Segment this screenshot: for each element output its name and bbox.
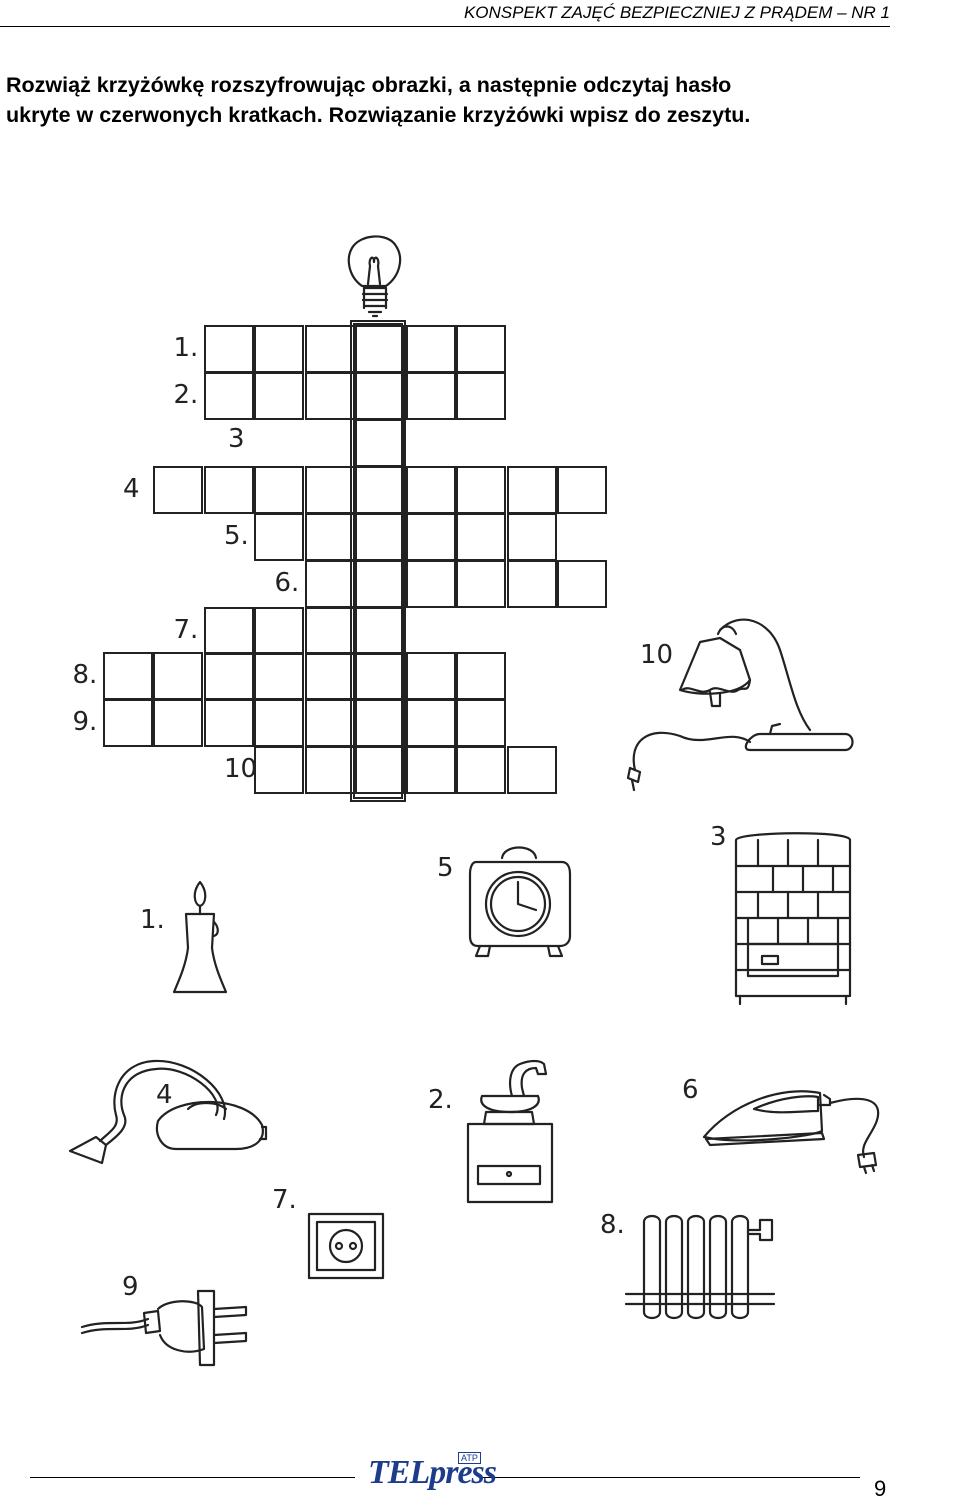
crossword-cell[interactable]: [506, 466, 557, 514]
pic-label-9: 9: [122, 1272, 139, 1302]
crossword-cell[interactable]: [203, 699, 254, 747]
coffee-grinder-icon: [466, 1059, 554, 1204]
crossword-cell[interactable]: [304, 325, 355, 373]
crossword-row-number: 1.: [173, 333, 199, 363]
crossword-cell[interactable]: [506, 560, 557, 608]
crossword-cell[interactable]: [102, 699, 153, 747]
crossword-cell[interactable]: [304, 466, 355, 514]
crossword-cell[interactable]: [405, 466, 456, 514]
crossword-cell[interactable]: [254, 466, 304, 514]
crossword-cell[interactable]: [456, 560, 506, 608]
crossword-cell[interactable]: [203, 652, 254, 700]
header-title: KONSPEKT ZAJĘĆ BEZPIECZNIEJ Z PRĄDEM – N…: [463, 3, 890, 22]
crossword-row-number: 2.: [173, 380, 199, 410]
crossword-cell[interactable]: [304, 699, 355, 747]
crossword-cell[interactable]: [254, 513, 304, 561]
pic-label-10: 10: [640, 640, 674, 670]
crossword-cell[interactable]: [456, 746, 506, 794]
light-bulb-icon: [347, 235, 402, 318]
pic-label-8: 8.: [600, 1210, 625, 1240]
radiator-icon: [624, 1214, 776, 1320]
crossword-cell[interactable]: [254, 699, 304, 747]
pic-label-4: 4: [156, 1080, 173, 1110]
crossword-cell[interactable]: [405, 513, 456, 561]
crossword-cell[interactable]: [506, 746, 557, 794]
crossword-cell[interactable]: [254, 652, 304, 700]
crossword-cell[interactable]: [304, 607, 355, 655]
telpress-logo: TELpress ATP: [360, 1452, 497, 1496]
crossword-cell[interactable]: [557, 560, 607, 608]
instructions-line-2: ukryte w czerwonych kratkach. Rozwiązani…: [6, 103, 751, 127]
crossword-row-number: 4: [123, 474, 140, 504]
crossword-cell[interactable]: [405, 325, 456, 373]
logo-small-text: ATP: [458, 1452, 481, 1464]
crossword-cell[interactable]: [102, 652, 153, 700]
crossword-row-number: 7.: [173, 615, 199, 645]
page-header: KONSPEKT ZAJĘĆ BEZPIECZNIEJ Z PRĄDEM – N…: [0, 0, 890, 27]
crossword-cell[interactable]: [203, 607, 254, 655]
crossword-cell[interactable]: [456, 652, 506, 700]
footer-line-right: [480, 1477, 860, 1478]
crossword-cell[interactable]: [405, 372, 456, 420]
crossword-row-number: 9.: [72, 707, 98, 737]
pic-label-7: 7.: [272, 1185, 297, 1215]
crossword-cell[interactable]: [405, 652, 456, 700]
crossword-cell[interactable]: [456, 372, 506, 420]
crossword-cell[interactable]: [456, 325, 506, 373]
candle-icon: [172, 880, 228, 994]
pic-label-5: 5: [437, 853, 454, 883]
crossword-cell[interactable]: [203, 372, 254, 420]
crossword-cell[interactable]: [254, 746, 304, 794]
crossword-cell[interactable]: [405, 699, 456, 747]
page-number: 9: [874, 1476, 887, 1501]
crossword-cell[interactable]: [153, 466, 203, 514]
vacuum-cleaner-icon: [68, 1059, 268, 1165]
crossword-cell[interactable]: [254, 607, 304, 655]
pic-label-6: 6: [682, 1075, 699, 1105]
crossword-row-number: 6.: [274, 568, 300, 598]
electric-iron-icon: [702, 1090, 880, 1175]
pic-label-2: 2.: [428, 1085, 453, 1115]
wall-socket-icon: [307, 1212, 385, 1280]
tiled-stove-icon: [734, 832, 852, 1006]
crossword-cell[interactable]: [153, 699, 203, 747]
crossword-cell[interactable]: [203, 325, 254, 373]
crossword-cell[interactable]: [405, 746, 456, 794]
crossword-cell[interactable]: [506, 513, 557, 561]
crossword-row-number: 3: [228, 424, 245, 454]
crossword-cell[interactable]: [456, 466, 506, 514]
crossword-row-number: 5.: [224, 521, 249, 551]
crossword-cell[interactable]: [456, 699, 506, 747]
instructions-line-1: Rozwiąż krzyżówkę rozszyfrowując obrazki…: [6, 73, 732, 97]
pic-label-1: 1.: [140, 905, 165, 935]
crossword-cell[interactable]: [304, 372, 355, 420]
crossword-cell[interactable]: [557, 466, 607, 514]
crossword-cell[interactable]: [405, 560, 456, 608]
crossword-cell[interactable]: [254, 325, 304, 373]
crossword-row-number: 8.: [72, 660, 98, 690]
password-column: [350, 320, 406, 802]
crossword-cell[interactable]: [254, 372, 304, 420]
instructions: Rozwiąż krzyżówkę rozszyfrowując obrazki…: [6, 70, 956, 130]
table-lamp-icon: [626, 618, 854, 792]
crossword-cell[interactable]: [304, 652, 355, 700]
crossword-cell[interactable]: [304, 513, 355, 561]
crossword-cell[interactable]: [153, 652, 203, 700]
electric-plug-icon: [80, 1289, 248, 1367]
pic-label-3: 3: [710, 822, 727, 852]
alarm-clock-icon: [468, 846, 572, 958]
crossword-cell[interactable]: [203, 466, 254, 514]
logo-text: TELpress: [368, 1454, 497, 1491]
crossword-cell[interactable]: [456, 513, 506, 561]
crossword-cell[interactable]: [304, 560, 355, 608]
footer-line-left: [30, 1477, 355, 1478]
crossword-cell[interactable]: [304, 746, 355, 794]
crossword-row-number: 10: [224, 754, 258, 784]
